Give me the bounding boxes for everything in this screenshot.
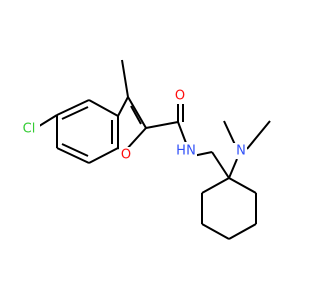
bond-c2-carbonyl (145, 121, 179, 129)
chlorine-label: Cl (23, 122, 36, 137)
molecule-structure: Cl O O H N N (18, 59, 271, 240)
bond-benzene-1-inner (61, 106, 89, 120)
bond-ch2-c1 (211, 151, 230, 179)
bond-cyclohexane-4 (201, 223, 230, 240)
carbonyl-oxygen-label: O (175, 89, 185, 104)
bond-benzene-2 (88, 99, 119, 117)
bond-cyclohexane-1 (228, 177, 257, 194)
amide-nitrogen-label: N (186, 144, 196, 159)
bond-c1-n (228, 158, 238, 179)
atom-labels: Cl O O H N N (18, 88, 247, 163)
bond-n-methyl-b (246, 120, 271, 150)
structure-canvas: Cl O O H N N (18, 59, 271, 240)
amine-nitrogen-label: N (236, 144, 246, 159)
bond-c3-methyl (121, 59, 129, 98)
bond-c2-o1 (125, 127, 147, 151)
bond-carbonyl-n (177, 121, 187, 144)
bond-c3-c2 (127, 96, 147, 129)
bond-c3a-c3 (117, 96, 129, 117)
bond-benzene-1 (56, 99, 90, 116)
amide-hydrogen-label: H (176, 144, 186, 159)
bond-cyclohexane-3 (228, 223, 257, 240)
bond-benzene-5-inner (61, 143, 89, 157)
bonds (35, 59, 271, 240)
bond-c3-c2-inner (130, 105, 142, 125)
ring-oxygen-label: O (121, 148, 131, 163)
bond-benzene-5 (56, 147, 90, 164)
bond-cyclohexane-6 (201, 177, 230, 194)
bond-benzene-4 (88, 147, 119, 164)
